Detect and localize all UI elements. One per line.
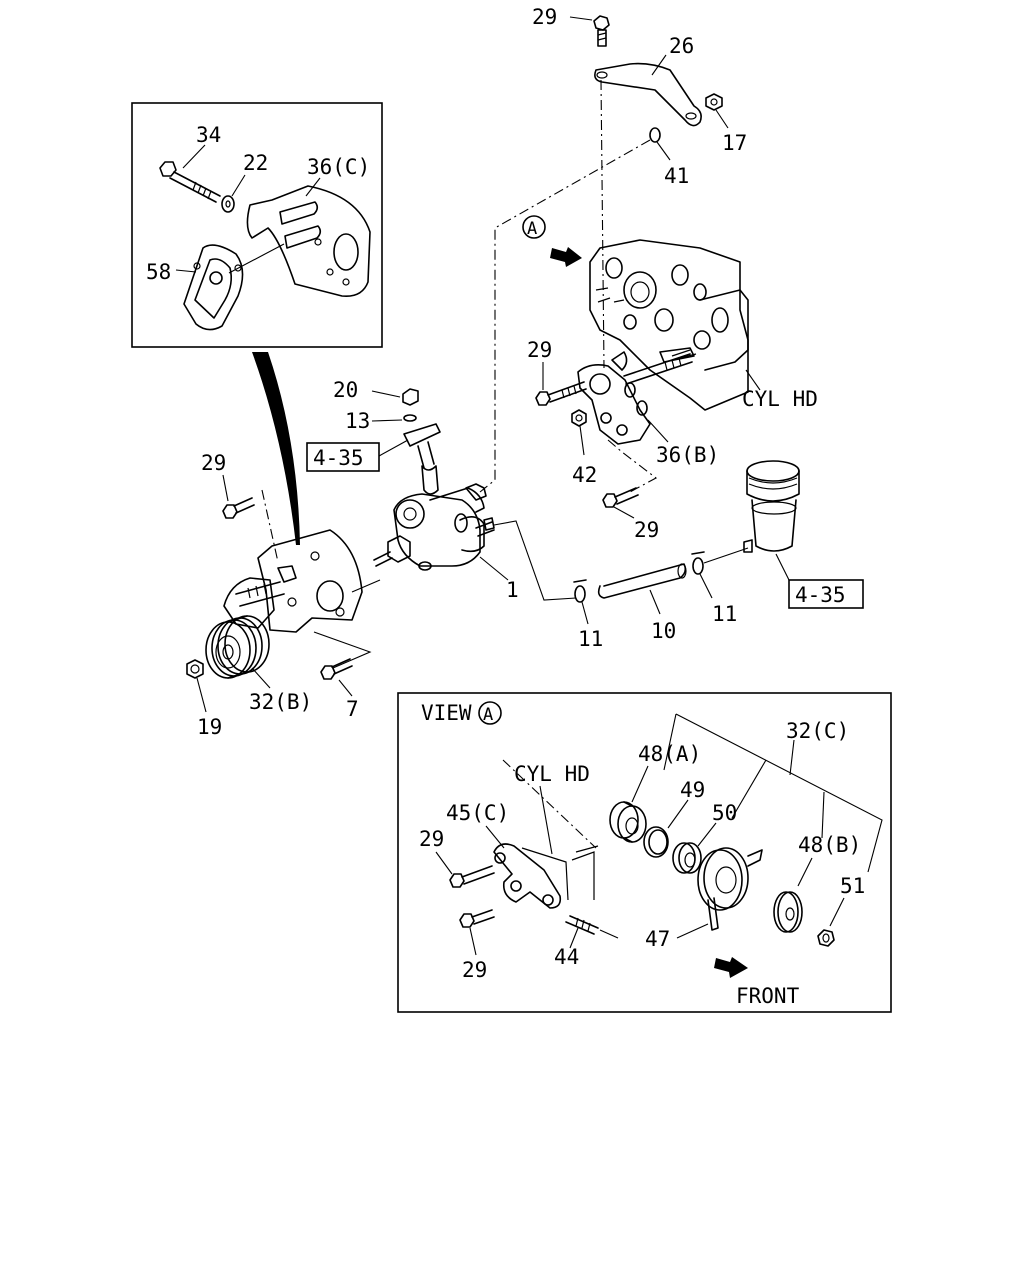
pump-1 xyxy=(373,483,495,571)
label-7: 7 xyxy=(346,697,359,721)
label-29-mid: 29 xyxy=(634,518,659,542)
bolt-29-cyl xyxy=(535,381,587,406)
label-48b: 48(B) xyxy=(798,833,861,857)
bolt-29-view-upper xyxy=(449,865,495,888)
nut-19 xyxy=(186,659,204,679)
bracket-26 xyxy=(594,62,702,127)
washer-13 xyxy=(403,414,417,422)
label-4-35-a: 4-35 xyxy=(313,446,364,470)
label-34: 34 xyxy=(196,123,221,147)
circle-a-marker: A xyxy=(522,215,546,239)
label-29-upper: 29 xyxy=(419,827,444,851)
label-32b: 32(B) xyxy=(249,690,312,714)
label-11-right: 11 xyxy=(712,602,737,626)
label-32c: 32(C) xyxy=(786,719,849,743)
label-29-lower: 29 xyxy=(462,958,487,982)
label-50: 50 xyxy=(712,801,737,825)
label-42: 42 xyxy=(572,463,597,487)
bolt-51 xyxy=(817,929,835,947)
stud-44 xyxy=(565,915,599,935)
seal-48b xyxy=(773,891,803,933)
ref-box-4-35-a xyxy=(306,442,380,472)
label-49: 49 xyxy=(680,778,705,802)
label-48a: 48(A) xyxy=(638,742,701,766)
bracket-36c xyxy=(246,185,371,298)
svg-text:A: A xyxy=(527,219,537,239)
svg-text:A: A xyxy=(483,705,493,725)
ref-box-4-35-b xyxy=(788,579,864,609)
hose-fitting xyxy=(403,423,441,495)
bracket-45c xyxy=(493,843,562,909)
label-29-top: 29 xyxy=(532,5,557,29)
label-41: 41 xyxy=(664,164,689,188)
bolt-29-mid xyxy=(602,487,639,508)
washer-22 xyxy=(221,195,235,213)
view-a-title: VIEW xyxy=(421,701,472,725)
label-22: 22 xyxy=(243,151,268,175)
label-45c: 45(C) xyxy=(446,801,509,825)
bracket-58 xyxy=(183,244,244,331)
clip-11-left xyxy=(573,579,587,603)
pulley-32b xyxy=(205,615,270,679)
hose-10 xyxy=(597,563,687,599)
idler-47 xyxy=(697,847,763,931)
arrow-view-a xyxy=(550,247,582,267)
nut-17 xyxy=(705,93,723,111)
label-29-cyl: 29 xyxy=(527,338,552,362)
label-17: 17 xyxy=(722,131,747,155)
label-cyl-hd: CYL HD xyxy=(742,387,818,411)
label-13: 13 xyxy=(345,409,370,433)
view-a-cyl-hd: CYL HD xyxy=(514,762,590,786)
label-20: 20 xyxy=(333,378,358,402)
bracket-36b xyxy=(577,351,651,445)
view-a-box xyxy=(397,692,892,1013)
bolt-29-left xyxy=(222,497,255,519)
bolt-29-top xyxy=(593,15,610,47)
label-19: 19 xyxy=(197,715,222,739)
washer-41 xyxy=(649,127,661,143)
label-58: 58 xyxy=(146,260,171,284)
nut-42 xyxy=(571,409,587,427)
arrow-front xyxy=(714,957,748,978)
label-1: 1 xyxy=(506,578,519,602)
pump-bracket xyxy=(223,529,363,633)
bearing-50 xyxy=(672,842,702,874)
bolt-34 xyxy=(159,161,221,203)
nut-20 xyxy=(402,388,419,406)
label-47: 47 xyxy=(645,927,670,951)
label-36c: 36(C) xyxy=(307,155,370,179)
label-44: 44 xyxy=(554,945,579,969)
label-51: 51 xyxy=(840,874,865,898)
label-10: 10 xyxy=(651,619,676,643)
view-a-circle xyxy=(478,701,502,725)
ring-49 xyxy=(643,826,669,858)
label-4-35-b: 4-35 xyxy=(795,583,846,607)
bolt-29-view-lower xyxy=(459,909,495,928)
seal-48a xyxy=(609,801,647,843)
clip-11-right xyxy=(691,551,705,575)
inset-pointer xyxy=(252,352,300,545)
reservoir xyxy=(743,460,800,553)
cylinder-head xyxy=(589,239,749,411)
label-26: 26 xyxy=(669,34,694,58)
cyl-hd-block xyxy=(502,759,599,901)
label-front: FRONT xyxy=(736,984,800,1008)
label-11-left: 11 xyxy=(578,627,603,651)
label-36b: 36(B) xyxy=(656,443,719,467)
label-29-left: 29 xyxy=(201,451,226,475)
inset-box xyxy=(131,102,383,348)
bolt-7 xyxy=(320,658,353,680)
